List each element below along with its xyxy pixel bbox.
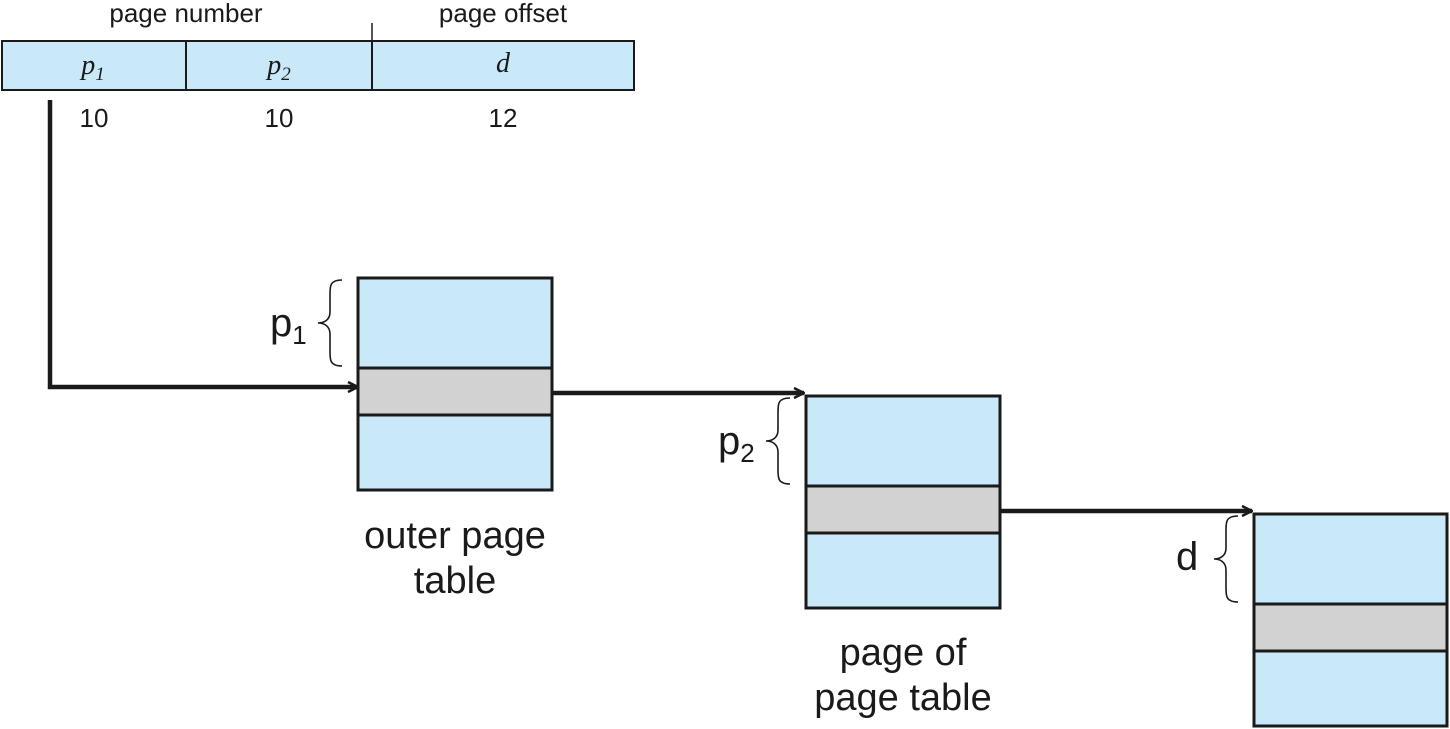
page-offset-label: page offset [439,0,568,28]
selected-byte [1252,602,1449,653]
brace [1213,515,1239,603]
page-of-page-table: p2 page of page table [718,394,1002,719]
outer-page-table: p1 outer page table [270,276,554,602]
logical-address: page number page offset p1 p2 d 10 10 12 [1,0,635,133]
brace [317,279,343,367]
caption-line-2: page table [814,677,992,719]
field-d-symbol: d [496,48,511,79]
index-label-p1: p1 [270,301,307,350]
offset-label-d: d [1176,535,1198,579]
caption-line-1: page of [840,632,967,674]
caption-line-1: outer page [364,515,546,557]
arrow-p1-to-outer-table [47,100,358,387]
index-label-p2: p2 [718,419,755,468]
field-d-bits: 12 [489,103,518,133]
selected-entry [804,484,1002,535]
field-p2-bits: 10 [265,103,294,133]
field-p1-bits: 10 [80,103,109,133]
address-field-d [371,40,635,91]
page-number-label: page number [109,0,263,28]
selected-entry [356,366,554,417]
brace [765,397,791,485]
address-field-p2 [185,40,373,91]
caption-line-2: table [414,560,496,602]
field-p1-symbol: p1 [79,50,105,85]
field-p2-symbol: p2 [265,50,291,85]
physical-memory-frame: d [1176,512,1449,728]
translation-arrows [47,100,1252,511]
